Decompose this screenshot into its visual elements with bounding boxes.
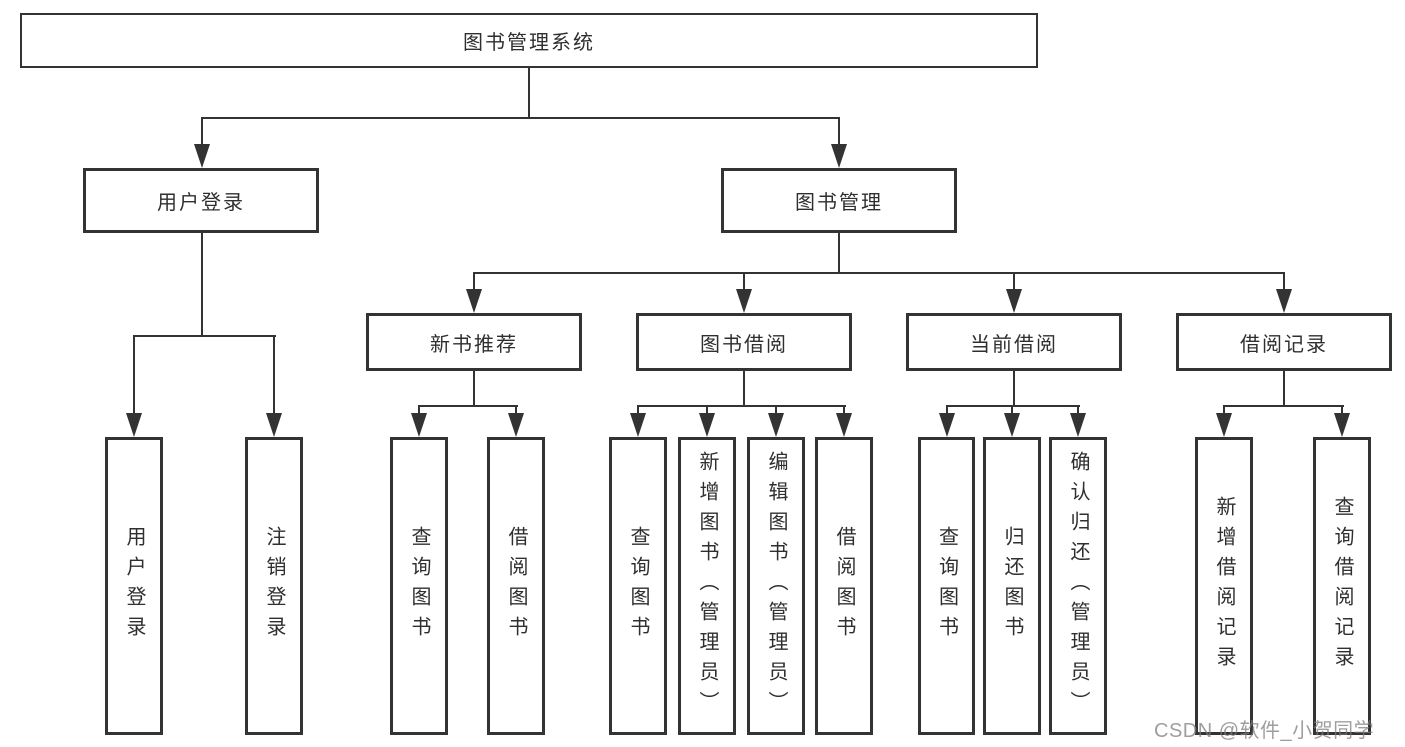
node-borrowing-records: 借阅记录	[1176, 313, 1392, 371]
arrowhead-down-icon	[630, 413, 646, 437]
connector-line	[743, 371, 745, 407]
node-new-book-recommend: 新书推荐	[366, 313, 582, 371]
arrowhead-down-icon	[831, 144, 847, 168]
node-root-library-system: 图书管理系统	[20, 13, 1038, 68]
arrowhead-down-icon	[1334, 413, 1350, 437]
arrowhead-down-icon	[508, 413, 524, 437]
connector-line	[133, 335, 135, 415]
node-current-borrowing: 当前借阅	[906, 313, 1122, 371]
connector-line	[637, 405, 639, 417]
arrowhead-down-icon	[736, 289, 752, 313]
connector-line	[133, 335, 276, 337]
connector-line	[1283, 371, 1285, 407]
arrowhead-down-icon	[266, 413, 282, 437]
connector-line	[637, 405, 846, 407]
leaf-borrow-book: 借阅图书	[815, 437, 873, 735]
arrowhead-down-icon	[1070, 413, 1086, 437]
connector-line	[1013, 371, 1015, 407]
connector-line	[843, 405, 845, 417]
csdn-watermark: CSDN @软件_小贺同学	[1154, 720, 1375, 742]
arrowhead-down-icon	[1004, 413, 1020, 437]
arrowhead-down-icon	[1006, 289, 1022, 313]
leaf-return-book: 归还图书	[983, 437, 1041, 735]
connector-line	[946, 405, 948, 417]
connector-line	[418, 405, 518, 407]
node-user-login-branch: 用户登录	[83, 168, 319, 233]
leaf-query-books-recommend: 查询图书	[390, 437, 448, 735]
leaf-add-borrow-record: 新增借阅记录	[1195, 437, 1253, 735]
connector-line	[473, 272, 1285, 274]
connector-line	[1011, 405, 1013, 417]
connector-line	[201, 117, 203, 147]
leaf-user-login: 用户登录	[105, 437, 163, 735]
connector-line	[1013, 272, 1015, 292]
leaf-add-book-admin: 新增图书（管理员）	[678, 437, 736, 735]
arrowhead-down-icon	[768, 413, 784, 437]
connector-line	[1223, 405, 1344, 407]
arrowhead-down-icon	[411, 413, 427, 437]
connector-line	[1341, 405, 1343, 417]
connector-line	[528, 68, 530, 118]
leaf-query-books-borrowing: 查询图书	[609, 437, 667, 735]
connector-line	[273, 335, 275, 415]
leaf-logout: 注销登录	[245, 437, 303, 735]
arrowhead-down-icon	[699, 413, 715, 437]
arrowhead-down-icon	[1216, 413, 1232, 437]
node-book-management-branch: 图书管理	[721, 168, 957, 233]
connector-line	[1283, 272, 1285, 292]
connector-line	[201, 233, 203, 337]
arrowhead-down-icon	[939, 413, 955, 437]
connector-line	[743, 272, 745, 292]
connector-line	[1077, 405, 1079, 417]
leaf-query-borrow-record: 查询借阅记录	[1313, 437, 1371, 735]
arrowhead-down-icon	[466, 289, 482, 313]
arrowhead-down-icon	[194, 144, 210, 168]
connector-line	[473, 371, 475, 407]
connector-line	[201, 117, 840, 119]
arrowhead-down-icon	[1276, 289, 1292, 313]
connector-line	[775, 405, 777, 417]
arrowhead-down-icon	[836, 413, 852, 437]
connector-line	[1223, 405, 1225, 417]
leaf-query-books-current: 查询图书	[918, 437, 975, 735]
connector-line	[706, 405, 708, 417]
connector-line	[473, 272, 475, 292]
connector-line	[515, 405, 517, 417]
leaf-confirm-return-admin: 确认归还（管理员）	[1049, 437, 1107, 735]
arrowhead-down-icon	[126, 413, 142, 437]
connector-line	[418, 405, 420, 417]
leaf-borrow-books-recommend: 借阅图书	[487, 437, 545, 735]
connector-line	[838, 117, 840, 147]
node-book-borrowing: 图书借阅	[636, 313, 852, 371]
connector-line	[838, 233, 840, 274]
connector-line	[946, 405, 1080, 407]
leaf-edit-book-admin: 编辑图书（管理员）	[747, 437, 805, 735]
